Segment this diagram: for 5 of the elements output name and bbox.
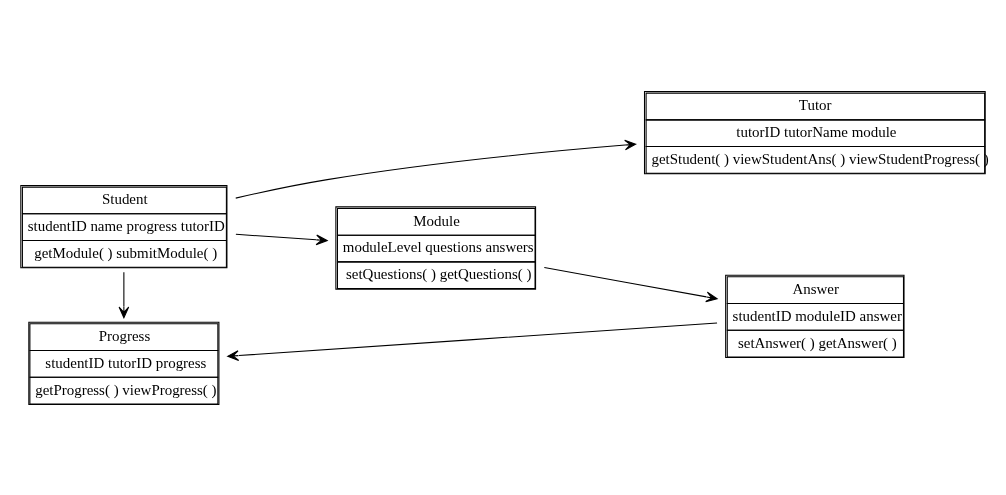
arrow bbox=[543, 266, 718, 302]
arrow bbox=[235, 233, 328, 245]
arrow bbox=[118, 271, 130, 318]
arrow bbox=[227, 321, 718, 361]
arrow bbox=[235, 139, 637, 199]
